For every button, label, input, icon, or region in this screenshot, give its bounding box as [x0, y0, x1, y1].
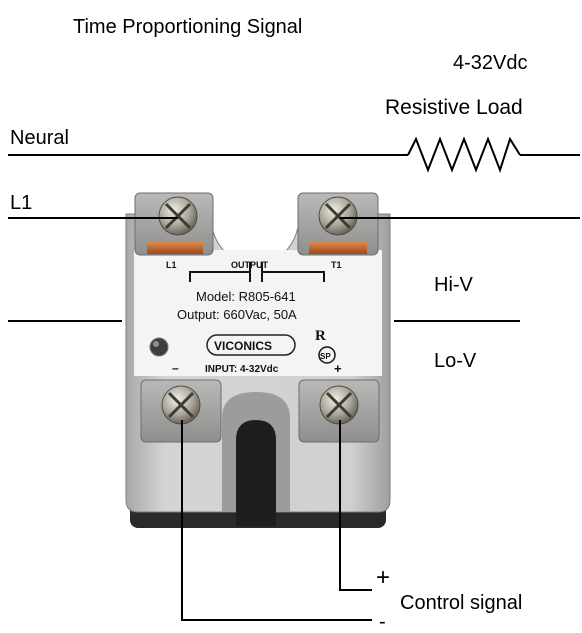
- wiring: [8, 136, 580, 621]
- lo-v-label: Lo-V: [434, 350, 477, 372]
- brand-logo: VICONICS: [214, 339, 272, 353]
- solid-state-relay: L1 OUTPUT T1 Model: R805-641 Output: 660…: [125, 192, 391, 528]
- relay-terminal-l1: L1: [166, 260, 177, 270]
- csa-mark-text: SP: [320, 352, 331, 361]
- relay-model: Model: R805-641: [196, 289, 296, 304]
- plus-label: +: [376, 564, 391, 591]
- diagram-title: Time Proportioning Signal: [73, 16, 303, 38]
- brand-logo-box: [206, 334, 296, 356]
- relay-output-label: OUTPUT: [231, 260, 269, 270]
- control-minus-wire: [181, 420, 372, 621]
- terminal-t1: [297, 192, 379, 256]
- ul-mark-icon: R: [315, 328, 326, 344]
- terminal-input-minus: [140, 379, 222, 443]
- status-led-icon: [149, 337, 169, 357]
- control-signal-label: Control signal: [400, 592, 523, 614]
- hi-v-label: Hi-V: [434, 274, 473, 296]
- load-label: Resistive Load: [385, 96, 523, 119]
- neutral-label: Neural: [10, 127, 69, 149]
- terminal-l1: [134, 192, 214, 256]
- terminal-input-plus: [298, 379, 380, 443]
- relay-terminal-t1: T1: [331, 260, 342, 270]
- control-plus-wire: [339, 420, 372, 591]
- resistor-icon: [407, 136, 521, 173]
- relay-output-rating: Output: 660Vac, 50A: [177, 307, 297, 322]
- csa-mark-icon: [318, 346, 336, 364]
- line-label: L1: [10, 192, 33, 214]
- relay-minus-mark: –: [172, 361, 179, 375]
- output-symbol: [189, 262, 325, 282]
- relay-input-rating: INPUT: 4-32Vdc: [205, 364, 279, 375]
- mounting-slot-top: [212, 196, 298, 258]
- minus-label: -: [379, 611, 386, 633]
- relay-plus-mark: +: [334, 361, 342, 376]
- voltage-label: 4-32Vdc: [453, 52, 528, 74]
